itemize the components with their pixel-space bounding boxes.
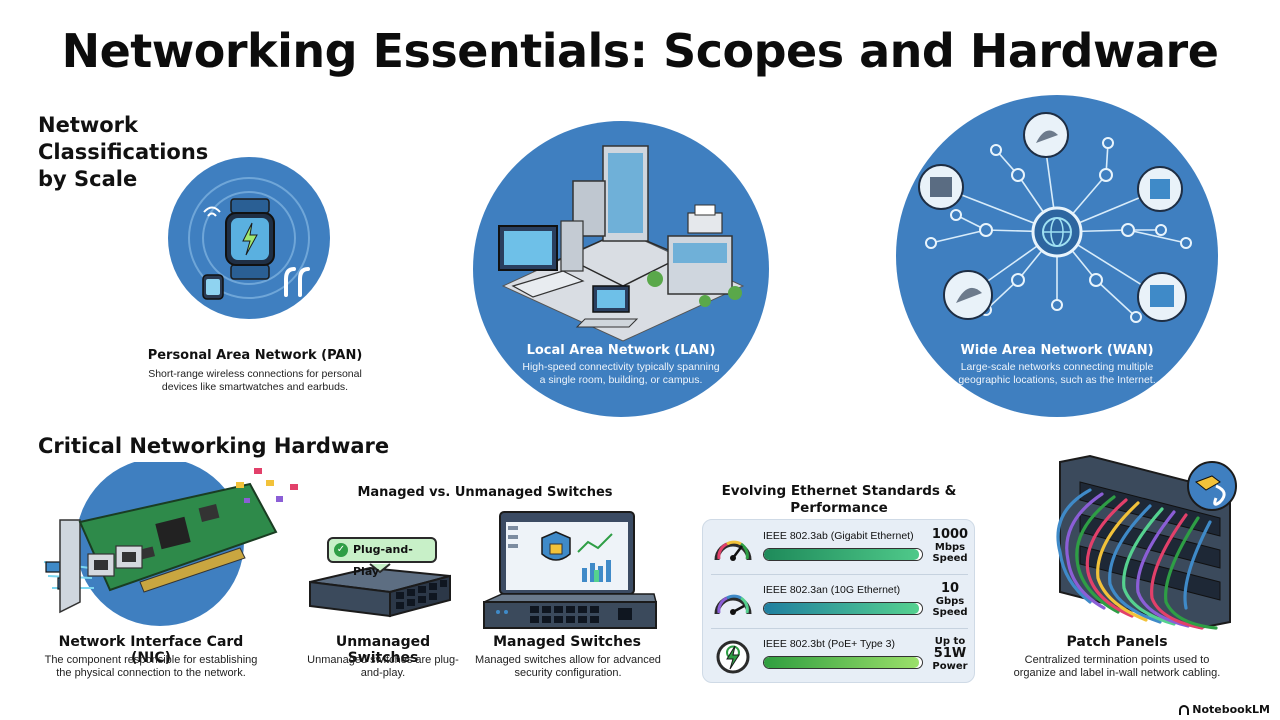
- lan-buildings-illustration: [498, 145, 745, 342]
- ethernet-standard-row: IEEE 802.3ab (Gigabit Ethernet) 1000 Mbp…: [703, 524, 976, 572]
- brand-label: NotebookLM: [1192, 703, 1270, 716]
- managed-switches-description: Managed switches allow for advanced secu…: [475, 654, 661, 679]
- managed-switches-title: Managed Switches: [493, 634, 641, 650]
- lan-circle: [473, 121, 769, 417]
- checkmark-icon: ✓: [334, 543, 348, 557]
- speedometer-icon: [714, 594, 752, 615]
- ethernet-value-label: Power: [932, 661, 968, 672]
- patch-panel-illustration: [1056, 454, 1237, 630]
- wan-global-network-illustration: [918, 112, 1192, 323]
- ethernet-value-label: Speed: [932, 607, 968, 618]
- plug-and-play-badge: ✓ Plug-and-Play: [327, 537, 437, 578]
- lan-description: High-speed connectivity typically spanni…: [522, 361, 720, 386]
- ethernet-progress-bar: [763, 602, 923, 615]
- hardware-heading: Critical Networking Hardware: [38, 434, 390, 458]
- pan-description: Short-range wireless connections for per…: [148, 368, 362, 393]
- power-bolt-icon: [716, 640, 750, 674]
- nic-title: Network Interface Card (NIC): [58, 634, 244, 666]
- ethernet-value-unit: Mbps: [934, 542, 966, 553]
- ethernet-value-unit: 51W: [933, 646, 967, 661]
- ethernet-value-number: 1000: [931, 527, 969, 542]
- nic-card-illustration: [43, 462, 298, 626]
- plug-and-play-label: Plug-and-Play: [353, 543, 413, 578]
- ethernet-standard-value: Up to 51W Power: [925, 636, 975, 672]
- ethernet-progress-fill: [764, 603, 919, 614]
- ethernet-progress-fill: [764, 549, 919, 560]
- divider: [711, 574, 968, 575]
- unmanaged-switch-illustration: [309, 563, 451, 618]
- nic-description: The component responsible for establishi…: [44, 654, 258, 679]
- notebooklm-logo: NotebookLM: [1179, 703, 1270, 716]
- unmanaged-switches-description: Unmanaged switches are plug-and-play.: [307, 654, 459, 679]
- notebooklm-logo-icon: [1179, 704, 1190, 715]
- ethernet-progress-fill: [764, 657, 919, 668]
- ethernet-standard-value: 1000 Mbps Speed: [925, 527, 975, 565]
- ethernet-standard-row: IEEE 802.3bt (PoE+ Type 3) Up to 51W Pow…: [703, 632, 976, 680]
- ethernet-value-number: Up to: [934, 636, 966, 647]
- ethernet-value-label: Speed: [932, 553, 968, 564]
- wan-title: Wide Area Network (WAN): [960, 343, 1154, 358]
- unmanaged-switches-title: Unmanaged Switches: [335, 634, 431, 666]
- patch-panels-description: Centralized termination points used to o…: [1013, 654, 1221, 679]
- wan-description: Large-scale networks connecting multiple…: [958, 361, 1156, 386]
- ethernet-standard-name: IEEE 802.3an (10G Ethernet): [763, 584, 901, 596]
- pan-circle: [168, 157, 330, 319]
- ethernet-standard-name: IEEE 802.3ab (Gigabit Ethernet): [763, 530, 914, 542]
- ethernet-standard-row: IEEE 802.3an (10G Ethernet) 10 Gbps Spee…: [703, 578, 976, 626]
- wan-circle: [896, 95, 1218, 417]
- classifications-heading: Network Classifications by Scale: [38, 113, 209, 191]
- managed-switch-illustration: [483, 511, 657, 629]
- ethernet-value-number: 10: [940, 581, 960, 596]
- pan-title: Personal Area Network (PAN): [147, 348, 363, 363]
- ethernet-standards-panel: IEEE 802.3ab (Gigabit Ethernet) 1000 Mbp…: [702, 519, 975, 683]
- patch-panels-title: Patch Panels: [1066, 634, 1168, 650]
- ethernet-standard-value: 10 Gbps Speed: [925, 581, 975, 619]
- ethernet-progress-bar: [763, 656, 923, 669]
- ethernet-value-unit: Gbps: [935, 596, 965, 607]
- ethernet-progress-bar: [763, 548, 923, 561]
- ethernet-standard-name: IEEE 802.3bt (PoE+ Type 3): [763, 638, 896, 650]
- ethernet-heading: Evolving Ethernet Standards & Performanc…: [721, 483, 957, 516]
- speedometer-icon: [714, 540, 752, 561]
- switches-heading: Managed vs. Unmanaged Switches: [357, 485, 613, 500]
- page-title: Networking Essentials: Scopes and Hardwa…: [61, 24, 1219, 78]
- smartwatch-earbuds-illustration: [188, 177, 310, 300]
- lan-title: Local Area Network (LAN): [526, 343, 716, 358]
- divider: [711, 628, 968, 629]
